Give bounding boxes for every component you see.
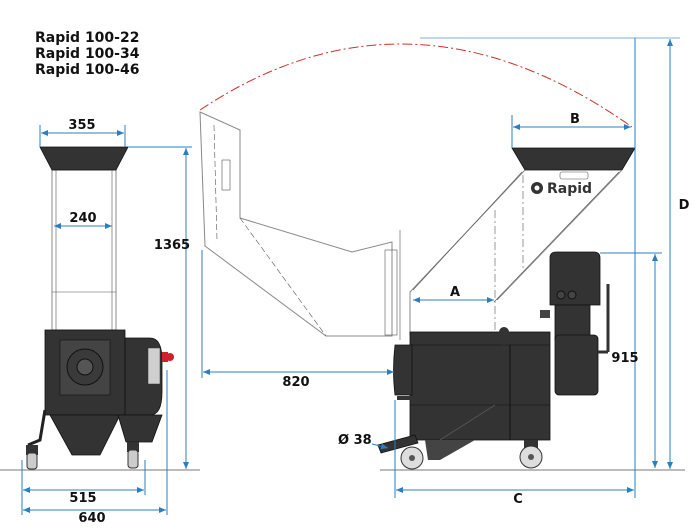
- model-name: Rapid 100-46: [35, 62, 140, 78]
- rapid-logo: Rapid: [531, 181, 592, 197]
- model-name: Rapid 100-34: [35, 46, 140, 62]
- gearbox: [554, 334, 599, 396]
- suction-pipe: [377, 434, 419, 454]
- dim-wheel-base: 515: [69, 491, 96, 506]
- wheel-icon: [519, 440, 543, 469]
- wheel-icon: [400, 446, 424, 470]
- dim-swing-clearance: 820: [282, 375, 309, 390]
- side-view: Rapid A: [199, 37, 690, 507]
- dim-hopper-width: 355: [68, 118, 95, 133]
- dim-pipe-diameter: Ø 38: [338, 433, 372, 448]
- regrind-bin: [49, 414, 121, 456]
- opened-hopper-outline: [199, 111, 401, 340]
- dim-b-label: B: [570, 112, 580, 127]
- hopper-chute: [409, 169, 526, 335]
- hopper-handle[interactable]: [559, 171, 589, 180]
- dim-a-label: A: [450, 285, 460, 300]
- cutting-chamber: [409, 331, 551, 441]
- wheel-icon: [26, 445, 38, 470]
- model-name: Rapid 100-22: [35, 30, 140, 46]
- hopper: [39, 146, 129, 171]
- rotor-flange: [393, 344, 413, 396]
- dim-total-height: 1365: [154, 238, 190, 253]
- dim-total-width: 640: [78, 511, 105, 526]
- svg-text:Rapid: Rapid: [547, 181, 592, 197]
- dim-c-label: C: [513, 492, 523, 507]
- model-list: Rapid 100-22 Rapid 100-34 Rapid 100-46: [35, 30, 139, 78]
- dim-chute-width: 240: [69, 211, 96, 226]
- hopper-swing-arc: [199, 43, 633, 128]
- dim-d-label: D: [679, 198, 690, 213]
- hopper: [511, 147, 636, 171]
- chute: [51, 169, 117, 331]
- dim-motor-height: 915: [611, 351, 638, 366]
- wheel-icon: [127, 442, 139, 469]
- emergency-stop-icon: [162, 352, 168, 362]
- front-view: 355 240 1365 515 640: [0, 118, 200, 526]
